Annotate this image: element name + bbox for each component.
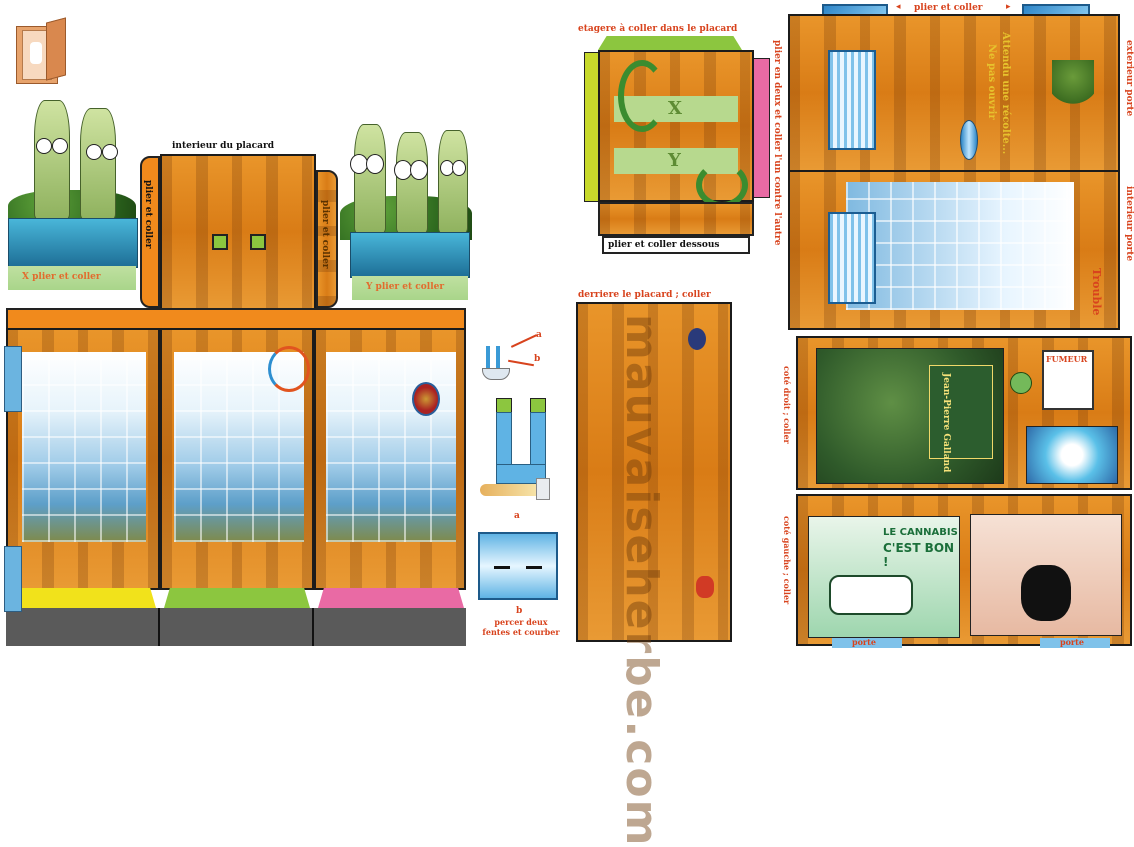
trouble-label: Trouble bbox=[1090, 268, 1103, 316]
part-a-shape bbox=[478, 394, 556, 508]
plant-x-card: X plier et coller bbox=[8, 100, 138, 290]
tab-green bbox=[164, 588, 310, 608]
part-a-label: a bbox=[514, 511, 520, 521]
hanging-spider-icon bbox=[412, 382, 440, 416]
part-b-shape bbox=[478, 532, 558, 600]
int-door-label: interieur porte bbox=[1124, 186, 1134, 262]
shelf-title: etagere à coller dans le placard bbox=[578, 24, 738, 34]
shelf-top-tab bbox=[598, 36, 742, 50]
door-glass-int bbox=[846, 182, 1074, 310]
poster-3-title: FUMEUR bbox=[1046, 354, 1088, 364]
poster-1-title: Jean-Pierre Galland bbox=[941, 373, 951, 473]
shelf-right-tab bbox=[752, 58, 770, 198]
arrow-a bbox=[510, 334, 538, 348]
poster-4 bbox=[1026, 426, 1118, 484]
frog-icon bbox=[696, 576, 714, 598]
porte-label-1: porte bbox=[852, 637, 876, 647]
tab-pink bbox=[318, 588, 464, 608]
door-window-int bbox=[828, 212, 876, 304]
round-sticker bbox=[1010, 372, 1032, 394]
shelf-panel: X Y bbox=[598, 50, 754, 208]
cabinet-back bbox=[160, 328, 314, 590]
back-panel: mauvaiseherbe.com bbox=[576, 302, 732, 847]
plant-y-card: Y plier et coller bbox=[340, 120, 472, 300]
plant-right bbox=[80, 108, 116, 222]
poster-2-line1: LE CANNABIS bbox=[883, 527, 958, 538]
fold-glue-left-label: plier et coller bbox=[143, 180, 153, 249]
fold-glue-right-label: plier et coller bbox=[320, 200, 330, 269]
pot-blue bbox=[8, 218, 138, 268]
cabinet-side-left bbox=[6, 328, 160, 590]
part-b-label: b bbox=[516, 606, 523, 616]
plant-left bbox=[34, 100, 70, 222]
left-side-label: coté gauche ; coller bbox=[782, 516, 792, 605]
side-hinge-top bbox=[4, 346, 22, 412]
right-side-label: coté droit ; coller bbox=[782, 366, 792, 444]
shelf-bottom-strip bbox=[598, 202, 754, 236]
poster-2: LE CANNABIS C'EST BON ! bbox=[808, 516, 960, 638]
slot-right bbox=[250, 234, 266, 250]
x-fold-label: X plier et coller bbox=[22, 272, 101, 282]
pierce-label: percer deux fentes et courber bbox=[482, 617, 560, 637]
y-fold-label: Y plier et coller bbox=[366, 282, 445, 292]
hanging-cable-icon bbox=[268, 346, 310, 392]
part-a-top-label: a bbox=[536, 330, 542, 340]
part-b-top-label: b bbox=[534, 354, 541, 364]
tab-yellow bbox=[10, 588, 156, 608]
door-exterior: Ne pas ouvrir Attendu une récolte... bbox=[788, 14, 1120, 172]
shelf-x-label: X bbox=[668, 98, 682, 119]
gardener-icon bbox=[1052, 60, 1094, 116]
fly-icon bbox=[688, 328, 706, 350]
side-right-panel: Jean-Pierre Galland FUMEUR bbox=[796, 336, 1132, 490]
vine-icon bbox=[618, 60, 666, 132]
back-title: derriere le placard ; coller bbox=[578, 290, 711, 300]
door-window-ext bbox=[828, 50, 876, 150]
side-left-panel: LE CANNABIS C'EST BON ! porte porte bbox=[796, 494, 1132, 648]
door-interior: Trouble bbox=[788, 170, 1120, 330]
porte-tag-1 bbox=[832, 638, 902, 648]
left-tab bbox=[140, 156, 160, 308]
interior-panel bbox=[160, 154, 316, 310]
porte-tag-2 bbox=[1040, 638, 1110, 648]
cabinet-strip bbox=[4, 308, 466, 646]
porte-label-2: porte bbox=[1060, 637, 1084, 647]
door-vertical-label: plier en deux et coller l'un contre l'au… bbox=[772, 40, 782, 246]
small-part-icon bbox=[482, 346, 510, 380]
cabinet-side-right bbox=[314, 328, 466, 590]
slot-left bbox=[212, 234, 228, 250]
shelf-y-label: Y bbox=[668, 150, 681, 171]
poster-5 bbox=[970, 514, 1122, 636]
poster-3: FUMEUR bbox=[1042, 350, 1094, 410]
door-slogan-2: Attendu une récolte... bbox=[1000, 32, 1011, 155]
shelf-bottom-label: plier et coller dessous bbox=[608, 240, 720, 250]
poster-1: Jean-Pierre Galland bbox=[816, 348, 1004, 484]
side-hinge-bottom bbox=[4, 546, 22, 612]
base-grey bbox=[6, 608, 466, 646]
poster-2-line2: C'EST BON ! bbox=[883, 541, 955, 569]
door-slogan-1: Ne pas ouvrir bbox=[986, 44, 997, 120]
ext-door-label: exterieur porte bbox=[1124, 40, 1134, 117]
door-top-label: plier et coller bbox=[914, 3, 983, 13]
interior-label: interieur du placard bbox=[172, 141, 275, 151]
door-handle-ext bbox=[960, 120, 978, 160]
back-watermark: mauvaiseherbe.com bbox=[616, 314, 667, 847]
arrow-b bbox=[508, 359, 534, 367]
right-tab bbox=[316, 170, 338, 308]
cabinet-thumbnail-icon bbox=[16, 17, 66, 84]
